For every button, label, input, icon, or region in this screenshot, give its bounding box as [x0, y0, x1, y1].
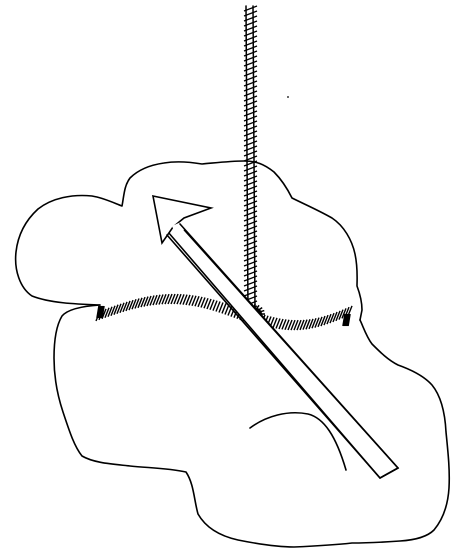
- hatch-mark: [244, 196, 257, 201]
- hatch-mark: [244, 146, 257, 151]
- hatch-mark: [244, 171, 257, 176]
- hatch-mark: [244, 116, 257, 121]
- vertical-line: [244, 6, 257, 312]
- hatch-mark: [244, 186, 257, 191]
- hatch-mark: [244, 131, 257, 136]
- hatch-mark: [244, 121, 257, 126]
- hatch-mark: [244, 181, 257, 186]
- hatch-mark: [244, 141, 257, 146]
- speck: [287, 96, 289, 98]
- diagonal-arrow: [168, 223, 398, 478]
- hatch-mark: [244, 136, 257, 141]
- hatch-mark: [244, 176, 257, 181]
- hatch-mark: [244, 151, 257, 156]
- fuzz-mark: [258, 308, 262, 311]
- hatch-mark: [244, 191, 257, 196]
- arrow-shaft-right-edge: [180, 224, 398, 468]
- hatch-mark: [244, 156, 257, 161]
- hatch-mark: [244, 166, 257, 171]
- hatch-mark: [244, 126, 257, 131]
- arrow-shaft-left-edge: [167, 235, 380, 478]
